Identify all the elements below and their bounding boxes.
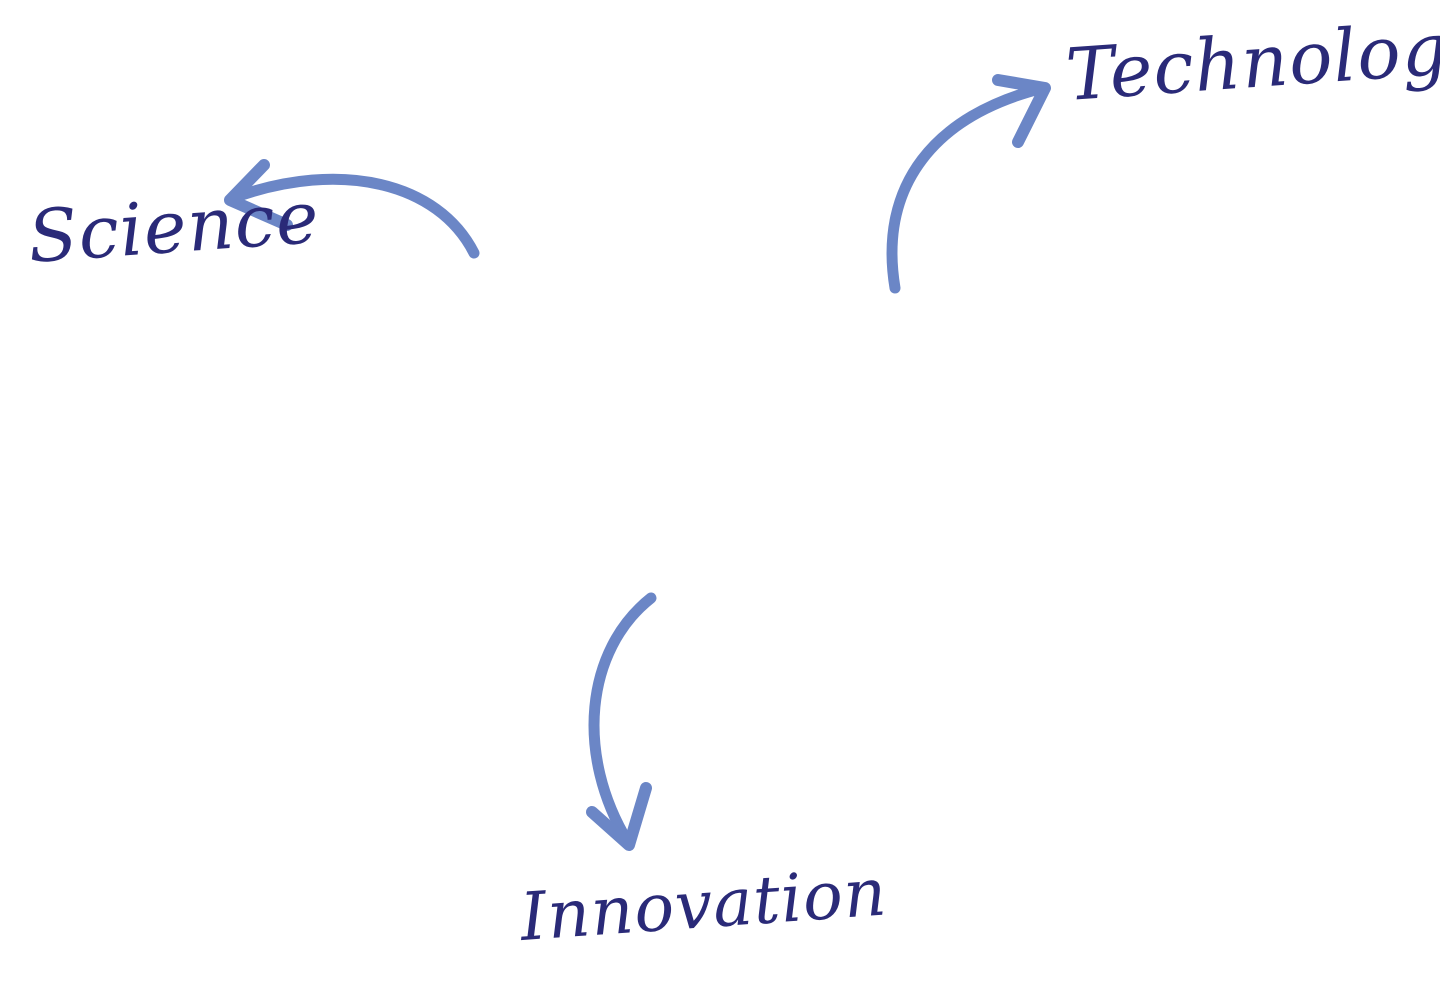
innovation-label: Innovation [517,854,890,957]
science-label: Science [25,175,322,279]
arrow-to-innovation-icon [586,592,657,851]
arrow-to-science-icon [224,159,480,259]
technology-label: Technology [1063,4,1440,117]
arrow-to-technology-icon [886,74,1051,294]
